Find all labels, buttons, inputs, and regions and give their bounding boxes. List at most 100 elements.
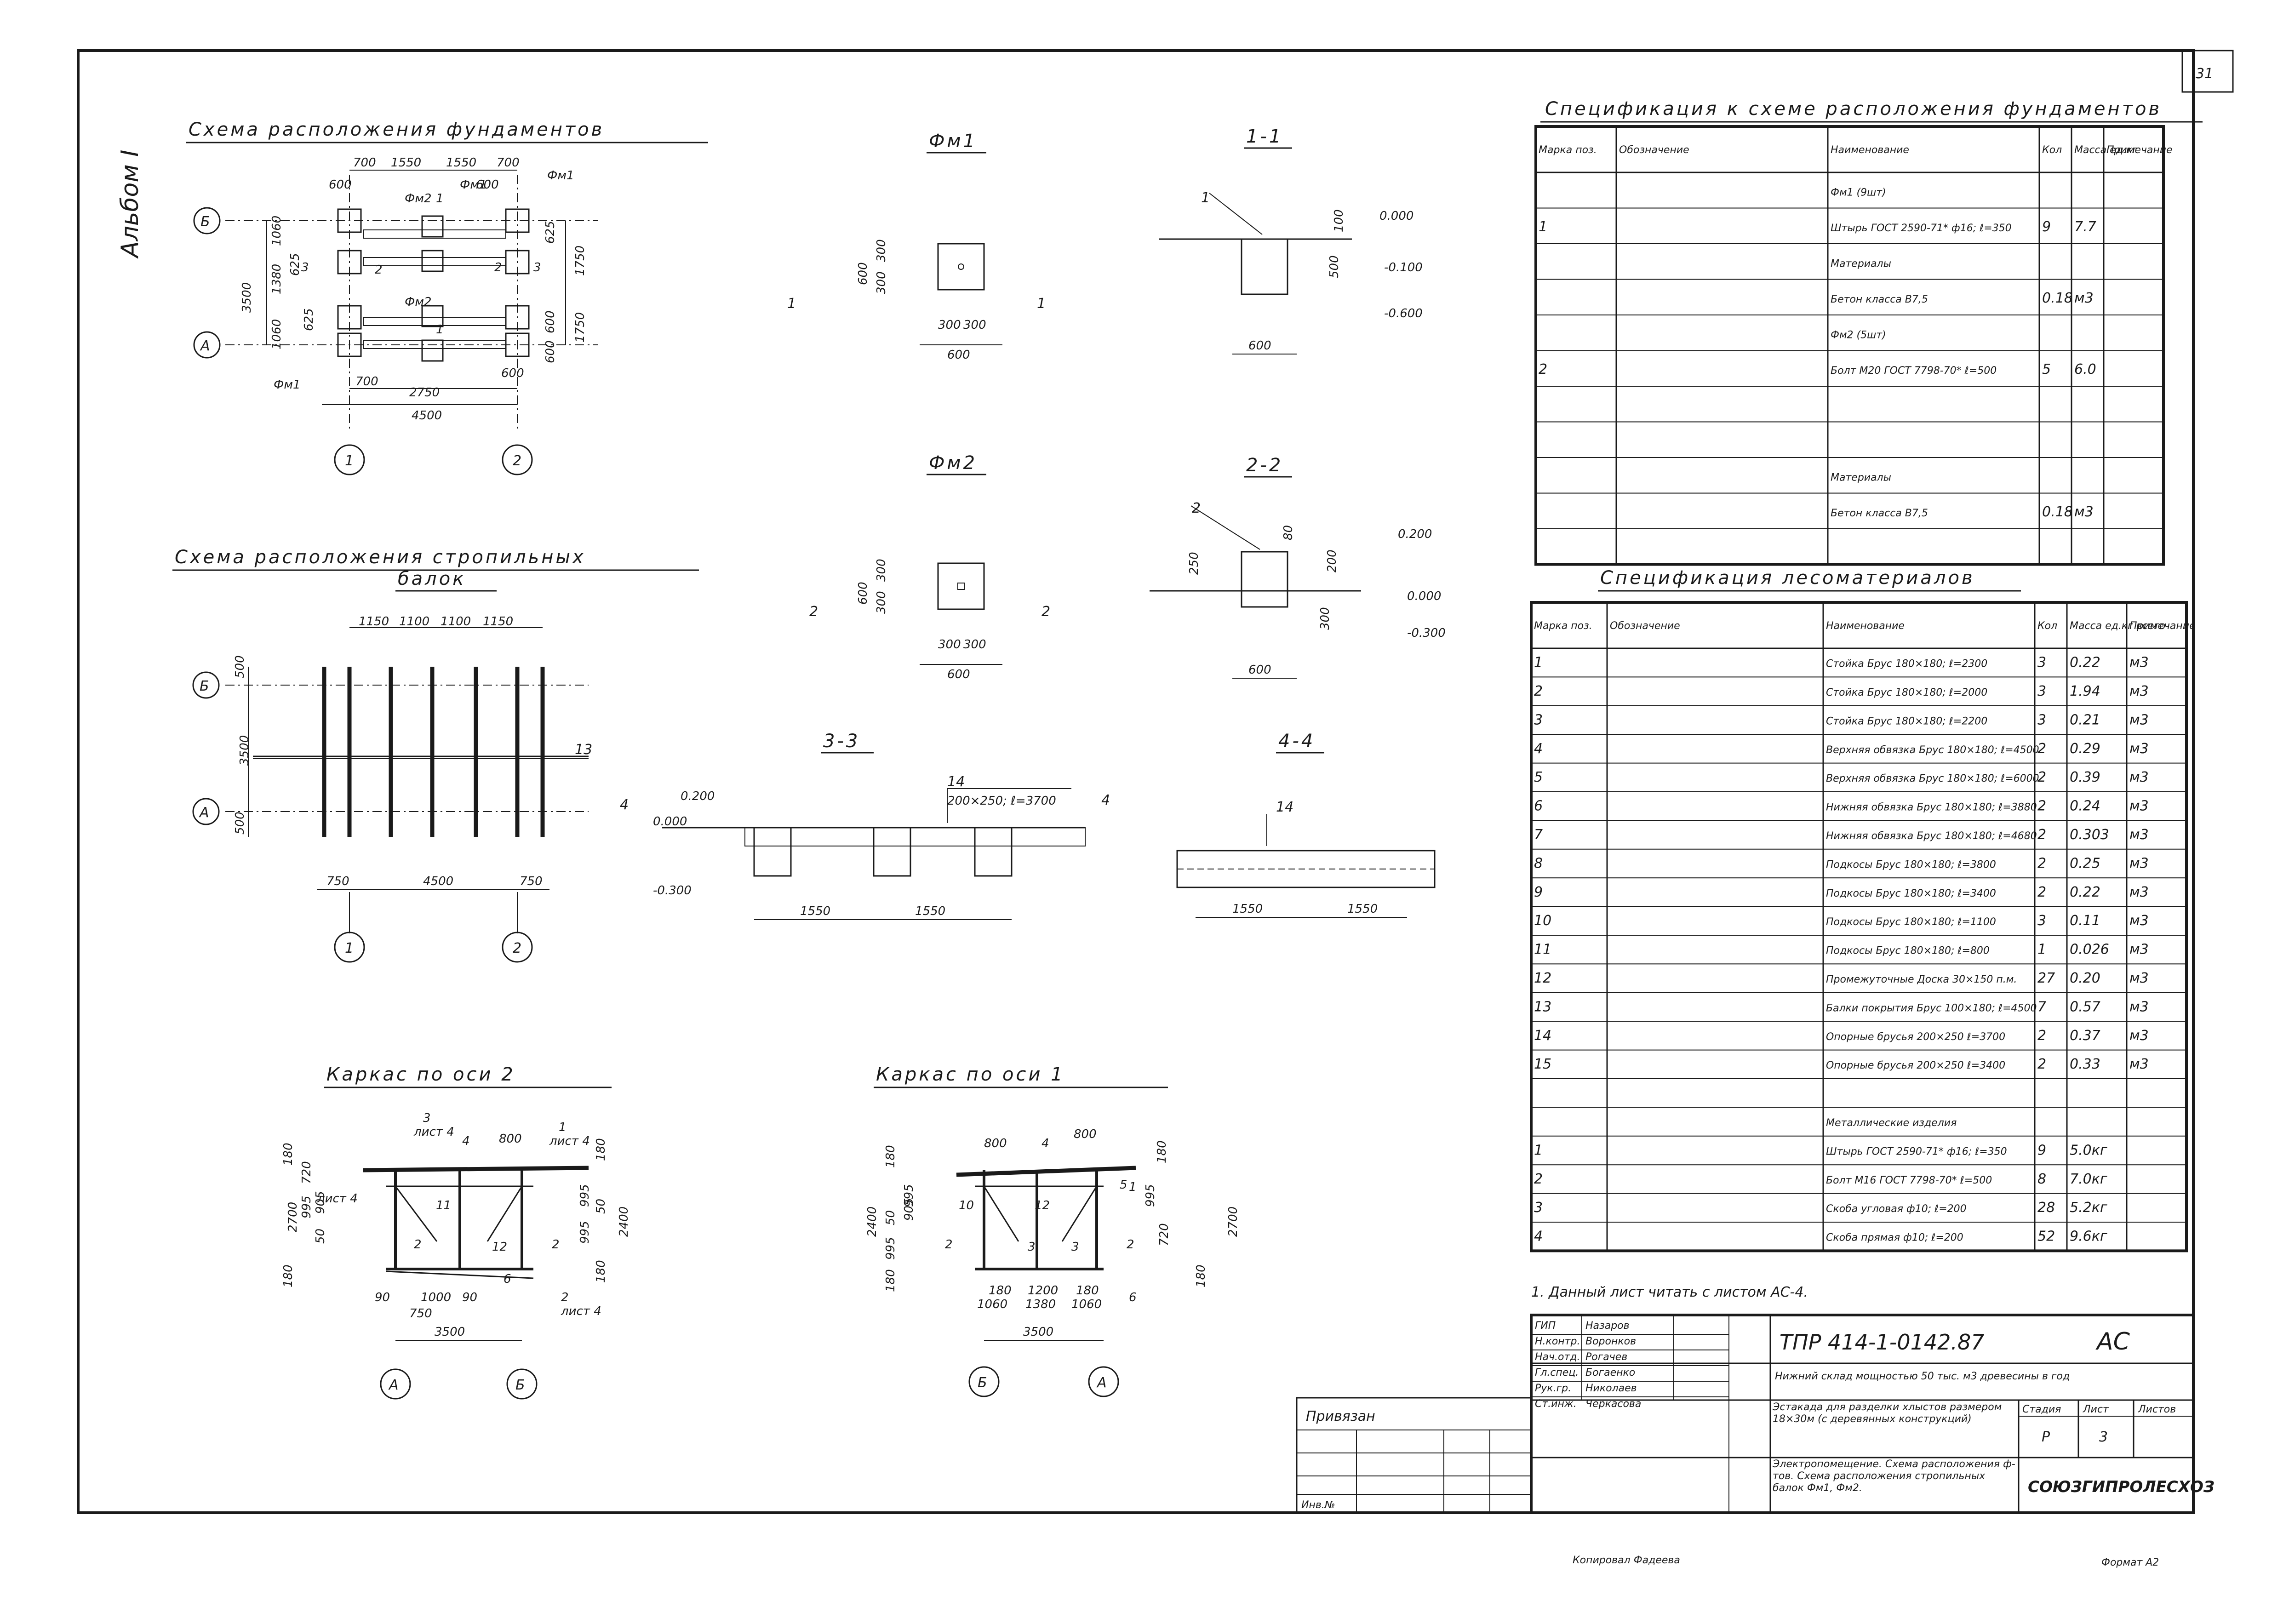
frame-1-dim-left-2: 2400: [865, 1207, 879, 1237]
spec_foundations-header-4: Масса ед.кг: [2074, 144, 2138, 156]
spec_timber-cell: 0.22: [2070, 655, 2100, 671]
fp-dim-left-1: 3500: [240, 282, 254, 313]
section-3-dim-1: 1550: [800, 904, 830, 918]
staff-role: Гл.спец.: [1535, 1367, 1579, 1378]
section-2-dim-1: 250: [1187, 552, 1201, 575]
staff-role: ГИП: [1535, 1320, 1556, 1332]
spec_timber-cell: 1.94: [2070, 683, 2100, 699]
fm2-cut-left: 2: [809, 604, 818, 620]
spec_foundations-cell: 0.18: [2042, 290, 2073, 306]
frame-1-dim-right-2: 995: [1144, 1184, 1157, 1207]
frame-1-dim-bottom-6: 1060: [1071, 1298, 1102, 1311]
spec_timber-cell: 8: [2037, 1171, 2046, 1187]
frame-2-axis-b: Б: [515, 1377, 525, 1393]
fm2-detail: Фм2 600 300 300 300 300 600 2 2: [809, 452, 1050, 681]
spec_timber-cell: Болт М16 ГОСТ 7798-70* ℓ=500: [1826, 1175, 1992, 1186]
fp-dim-top-2: 1550: [391, 156, 421, 170]
spec_timber-cell: 27: [2037, 970, 2055, 986]
title-code: ТПР 414-1-0142.87: [1780, 1330, 1985, 1355]
section-1-level-2: -0.100: [1384, 261, 1423, 274]
spec_timber-cell: 0.33: [2070, 1056, 2100, 1072]
spec_timber-cell: Подкосы Брус 180×180; ℓ=3800: [1826, 859, 1996, 870]
spec_foundations-cell: Материалы: [1831, 472, 1891, 483]
spec_foundations-cell: 2: [1539, 361, 1547, 377]
bp-dim-left-1: 500: [233, 655, 247, 678]
bp-pos-13: 13: [575, 742, 592, 758]
spec_foundations-header-3: Кол: [2042, 144, 2062, 156]
frame-1-title: Каркас по оси 1: [876, 1064, 1065, 1085]
fm2-dim-1: 600: [856, 582, 870, 605]
spec_timber-cell: 7.0кг: [2070, 1171, 2107, 1187]
beams-plan: Схема расположения стропильных балок 115…: [172, 547, 699, 963]
frame-2-dim-right-6: 2400: [617, 1207, 631, 1237]
section-3-cut-right: 4: [1101, 792, 1110, 808]
frame-1-label-3: 800: [1074, 1127, 1097, 1141]
spec_foundations-cell: Штырь ГОСТ 2590-71* ф16; ℓ=350: [1831, 223, 2012, 234]
frame-2-dim-bottom-1: 90: [375, 1291, 390, 1304]
section-3-level-2: 0.000: [653, 815, 687, 829]
fp-section-2b: 2: [494, 261, 502, 274]
frame-2-title: Каркас по оси 2: [326, 1064, 515, 1085]
spec_timber-cell: Стойка Брус 180×180; ℓ=2300: [1826, 658, 1987, 670]
fm2-dim-6: 600: [947, 668, 970, 681]
section-4-dim-2: 1550: [1347, 902, 1378, 916]
staff-role: Ст.инж.: [1535, 1398, 1577, 1410]
spec_timber-cell: 0.37: [2070, 1028, 2100, 1044]
frame-2-dim-bottom-5: 3500: [435, 1325, 465, 1339]
spec_timber-cell: 52: [2037, 1229, 2055, 1245]
section-2-title: 2-2: [1246, 455, 1283, 476]
staff-name: Назаров: [1585, 1320, 1630, 1332]
spec_timber-cell: Подкосы Брус 180×180; ℓ=3400: [1826, 888, 1996, 899]
spec_timber-cell: м3: [2129, 798, 2149, 814]
spec_foundations-cell: Фм1 (9шт): [1831, 187, 1886, 198]
fp-fm-label: Фм1: [274, 378, 301, 392]
fm1-dim-1: 600: [856, 262, 870, 285]
spec_timber-cell: 6: [1534, 798, 1543, 814]
frame-2-label-2: лист 4: [413, 1125, 454, 1139]
frame-2-dim-right-5: 180: [594, 1260, 608, 1283]
section-3-level-3: -0.300: [653, 884, 692, 898]
fm1-title: Фм1: [929, 131, 977, 152]
spec_timber-cell: 7: [1534, 827, 1543, 843]
frame-2-dim-left-5: 905: [314, 1191, 327, 1214]
fp-dim-top-1: 700: [353, 156, 376, 170]
section-2-level-1: 0.200: [1398, 527, 1432, 541]
fp-axis-row-a: А: [200, 338, 210, 354]
fp-label-fm1-a: Фм1: [460, 178, 487, 192]
section-2-pos: 2: [1192, 500, 1201, 516]
frame-2-label-7: 11: [436, 1199, 451, 1212]
spec_timber-cell: 2: [1534, 683, 1543, 699]
frame-2-dim-bottom-3: 90: [462, 1291, 477, 1304]
spec_timber-cell: 12: [1534, 970, 1551, 986]
album-label: Альбом I: [116, 150, 144, 259]
section-1-dim-3: 600: [1248, 339, 1271, 353]
spec_foundations-header-0: Марка поз.: [1539, 144, 1597, 156]
fm2-title: Фм2: [929, 452, 977, 474]
spec_timber-cell: 3: [2037, 913, 2046, 929]
spec_foundations-cell: м3: [2074, 290, 2094, 306]
title-stage: Р: [2042, 1429, 2050, 1445]
frame-2-label-12: 2: [561, 1291, 569, 1304]
frame-1-dim-right-3: 720: [1157, 1223, 1171, 1246]
frame-2-dim-left-1: 180: [281, 1143, 295, 1166]
beams-plan-title-1: Схема расположения стропильных: [175, 547, 586, 568]
spec_foundations-cell: Бетон класса В7,5: [1831, 294, 1928, 305]
fp-dim-top-4: 700: [497, 156, 520, 170]
spec_timber-cell: м3: [2129, 884, 2149, 900]
frame-1-dim-left-3: 50: [884, 1210, 898, 1225]
spec_timber-cell: Нижняя обвязка Брус 180×180; ℓ=4680: [1826, 830, 2037, 842]
frame-2-dim-left-2: 2700: [286, 1202, 300, 1232]
fp-dim-left-5: 625: [302, 308, 316, 331]
spec_foundations-header-1: Обозначение: [1619, 144, 1689, 156]
frame-2-label-6: лист 4: [549, 1134, 590, 1148]
spec_foundations-cell: 5: [2042, 361, 2051, 377]
title-sheet: 3: [2099, 1429, 2108, 1445]
fp-section-3b: 3: [533, 261, 541, 274]
spec_timber-cell: м3: [2129, 942, 2149, 958]
spec_timber-cell: 0.11: [2070, 913, 2100, 929]
foundation-plan: Схема расположения фундаментов 700 1550 …: [186, 119, 708, 475]
fp-axis-col-2: 2: [513, 453, 521, 469]
spec_timber-header-2: Наименование: [1826, 620, 1905, 632]
general-note: 1. Данный лист читать с листом АС-4.: [1531, 1284, 1808, 1300]
